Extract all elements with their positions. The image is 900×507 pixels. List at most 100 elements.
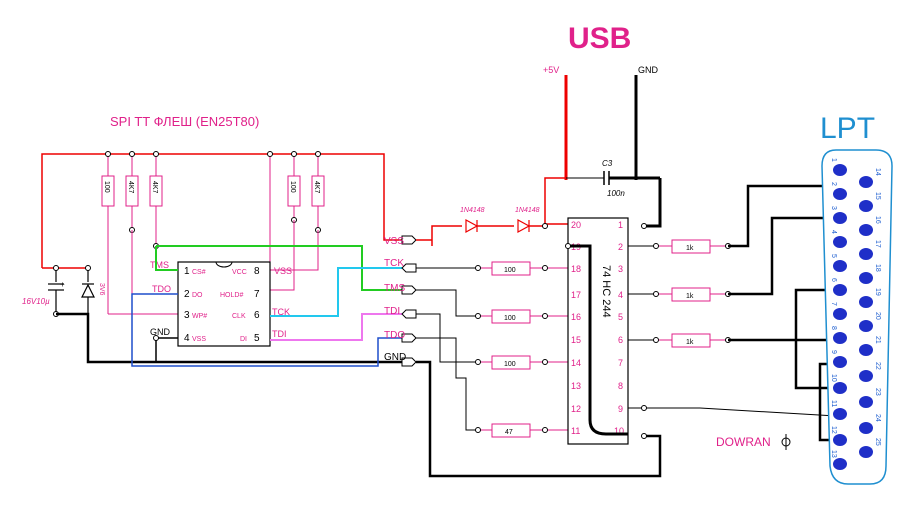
chip-pin-3-name: WP#: [192, 313, 207, 320]
series-resistors: [478, 261, 568, 438]
svg-text:6: 6: [618, 335, 623, 345]
flash-title: SPI TT ФЛЕШ (EN25T80): [110, 114, 259, 129]
series-res-1: 100: [504, 267, 516, 274]
svg-text:1: 1: [618, 220, 623, 230]
lpt-res-1: 1k: [686, 245, 694, 252]
net-tdi-right: TDI: [272, 329, 287, 339]
usb-gnd-label: GND: [638, 65, 659, 75]
chip-pin-8-num: 8: [254, 266, 260, 277]
conn-label-tdo: TDO: [384, 330, 405, 341]
svg-text:7: 7: [618, 358, 623, 368]
svg-text:2: 2: [618, 242, 623, 252]
flash-chip: [177, 261, 271, 347]
conn-label-gnd: GND: [384, 352, 406, 363]
svg-text:5: 5: [830, 254, 837, 258]
buffer-name: 74 HC 244: [600, 265, 612, 318]
buffer-chip: [567, 217, 629, 445]
svg-text:4: 4: [618, 290, 623, 300]
svg-text:10: 10: [614, 426, 624, 436]
svg-text:12: 12: [830, 426, 837, 434]
chip-pin-4-name: VSS: [192, 336, 206, 343]
author-label: DOWRAN: [716, 435, 771, 449]
diode-label-1: 1N4148: [460, 207, 485, 214]
usb-title: USB: [568, 22, 631, 55]
chip-pin-2-name: DO: [192, 292, 203, 299]
svg-text:15: 15: [874, 192, 881, 200]
svg-text:6: 6: [830, 278, 837, 282]
svg-text:23: 23: [874, 388, 881, 396]
net-tms-left: TMS: [150, 260, 169, 270]
svg-text:+: +: [60, 280, 65, 289]
zener-label: 3V6: [98, 283, 105, 296]
db25-left-numbers: 1 2 3 4 5 6 7 8 9 10 11 12 13: [830, 158, 837, 458]
svg-text:3: 3: [618, 264, 623, 274]
svg-text:10: 10: [830, 374, 837, 382]
usb-5v-label: +5V: [543, 65, 559, 75]
lpt-title: LPT: [820, 112, 875, 145]
chip-pin-5-name: DI: [240, 336, 247, 343]
svg-text:13: 13: [571, 381, 581, 391]
chip-pin-6-name: CLK: [232, 313, 246, 320]
db25-pins: [833, 164, 873, 470]
pullup-resistors: [101, 154, 325, 314]
series-res-2: 100: [504, 315, 516, 322]
svg-text:18: 18: [874, 264, 881, 272]
svg-text:25: 25: [874, 438, 881, 446]
net-gnd-left: GND: [150, 327, 171, 337]
svg-text:17: 17: [874, 240, 881, 248]
chip-pin-6-num: 6: [254, 310, 260, 321]
pullup-label-1: 100: [103, 181, 110, 193]
svg-text:9: 9: [830, 350, 837, 354]
svg-text:7: 7: [830, 302, 837, 306]
conn-label-vss: VSS: [384, 236, 404, 247]
chip-pin-7-num: 7: [254, 289, 260, 300]
svg-text:5: 5: [618, 312, 623, 322]
svg-text:12: 12: [571, 404, 581, 414]
svg-text:15: 15: [571, 335, 581, 345]
power-capacitor: [48, 268, 95, 315]
svg-text:8: 8: [618, 381, 623, 391]
chip-pin-1-num: 1: [184, 266, 190, 277]
svg-text:17: 17: [571, 290, 581, 300]
svg-text:3: 3: [830, 206, 837, 210]
net-vss-right: VSS: [274, 266, 292, 276]
series-res-4: 47: [505, 429, 513, 436]
svg-text:16: 16: [571, 312, 581, 322]
pullup-label-2: 4K7: [127, 181, 134, 194]
net-tck-right: TCK: [272, 307, 290, 317]
svg-text:24: 24: [874, 414, 881, 422]
chip-pin-3-num: 3: [184, 310, 190, 321]
chip-pin-4-num: 4: [184, 333, 190, 344]
svg-text:19: 19: [874, 288, 881, 296]
c3-value: 100n: [607, 189, 625, 198]
svg-text:14: 14: [571, 358, 581, 368]
power-cap-label: 16V10µ: [22, 297, 50, 306]
svg-text:11: 11: [571, 426, 580, 436]
svg-text:20: 20: [874, 312, 881, 320]
svg-text:21: 21: [874, 336, 881, 344]
buffer-right-pins: 1 2 3 4 5 6 7 8 9 10: [614, 220, 624, 436]
svg-text:20: 20: [571, 220, 581, 230]
conn-label-tck: TCK: [384, 258, 404, 269]
connector-arrows: [401, 235, 417, 367]
chip-pin-5-num: 5: [254, 333, 260, 344]
chip-pin-1-name: CS#: [192, 269, 206, 276]
c3-name: C3: [602, 159, 613, 168]
pullup-label-4: 100: [289, 181, 296, 193]
svg-text:22: 22: [874, 362, 881, 370]
pullup-label-5: 4K7: [313, 181, 320, 194]
svg-text:16: 16: [874, 216, 881, 224]
chip-pin-8-name: VCC: [232, 269, 247, 276]
svg-text:2: 2: [830, 182, 837, 186]
svg-text:14: 14: [874, 168, 881, 176]
conn-label-tdi: TDI: [384, 306, 400, 317]
net-tdo-left: TDO: [152, 284, 171, 294]
diode-label-2: 1N4148: [515, 207, 540, 214]
chip-pin-7-name: HOLD#: [220, 292, 243, 299]
lpt-res-2: 1k: [686, 293, 694, 300]
conn-label-tms: TMS: [384, 283, 405, 294]
svg-text:18: 18: [571, 264, 581, 274]
svg-text:13: 13: [830, 450, 837, 458]
svg-text:4: 4: [830, 230, 837, 234]
